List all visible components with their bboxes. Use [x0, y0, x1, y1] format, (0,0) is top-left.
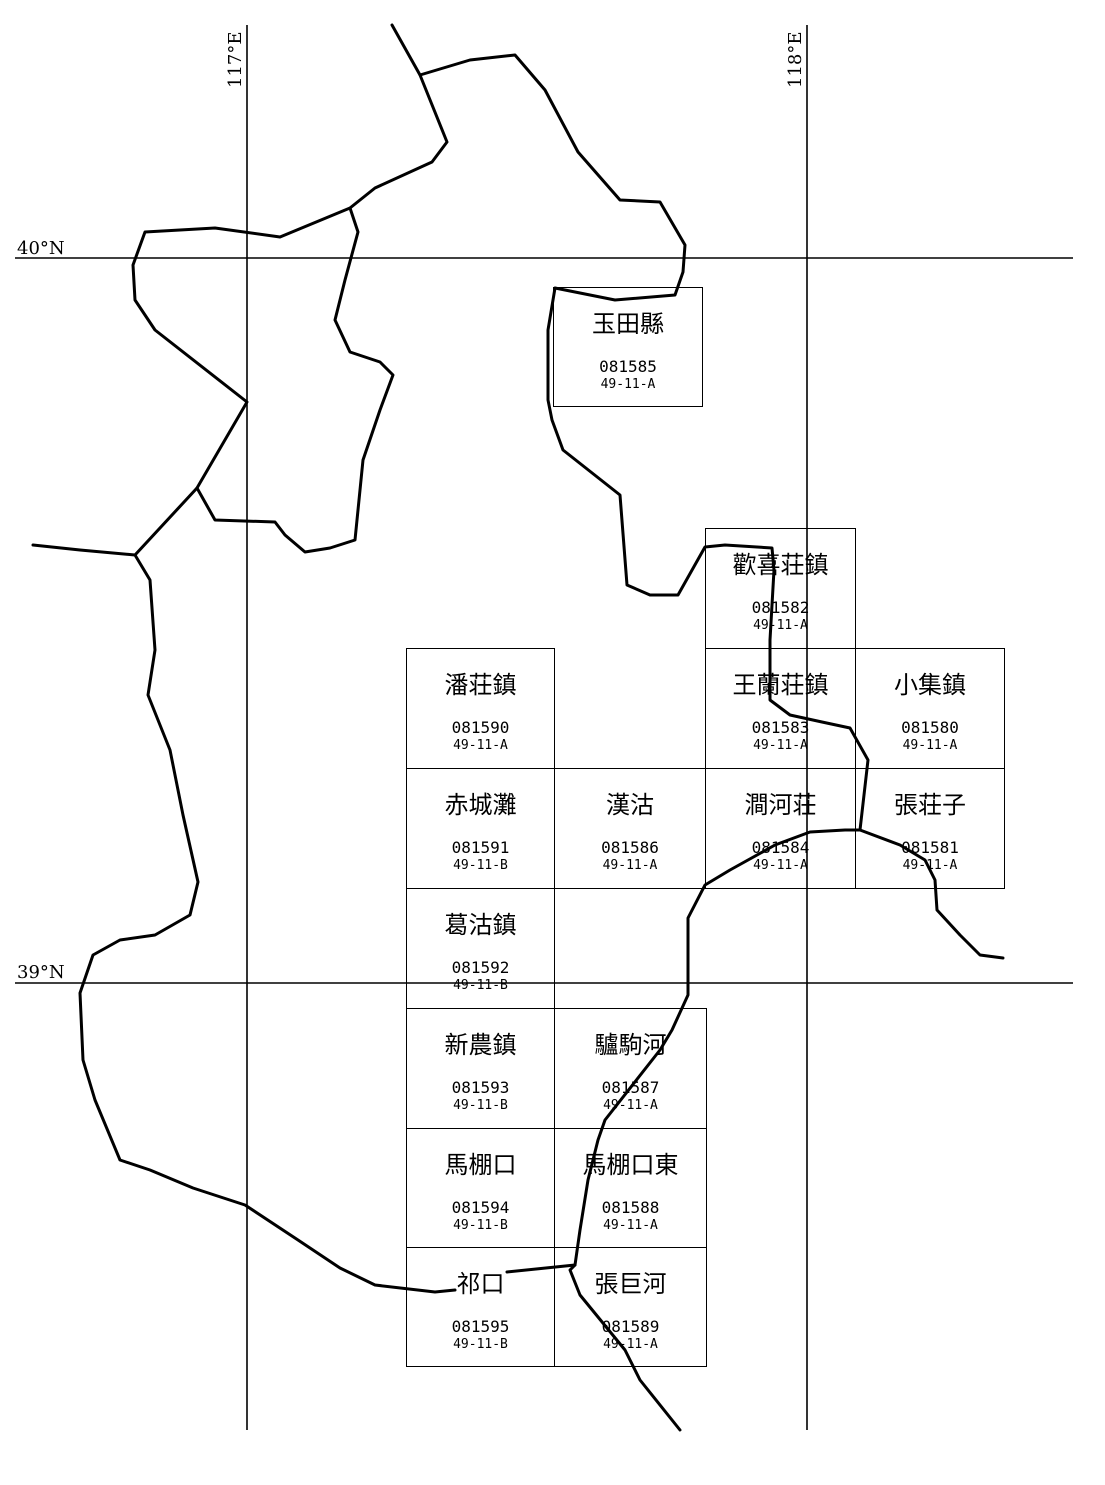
sheet-ref: 49-11-A [753, 858, 808, 873]
sheet-name: 王蘭荘鎮 [732, 671, 829, 699]
sheet-ref: 49-11-B [453, 858, 508, 873]
sheet-code: 081594 [451, 1198, 510, 1217]
sheet-code: 081582 [751, 598, 810, 617]
label-lon-117e: 117°E [225, 32, 246, 89]
map-sheet-luju[interactable]: 驢駒河 081587 49-11-A [554, 1008, 707, 1129]
sheet-ref: 49-11-B [453, 1337, 508, 1352]
map-sheet-xinnong[interactable]: 新農鎮 081593 49-11-B [406, 1008, 555, 1129]
sheet-name: 玉田縣 [592, 310, 664, 338]
map-sheet-gegu[interactable]: 葛沽鎮 081592 49-11-B [406, 888, 555, 1009]
sheet-code: 081595 [451, 1317, 510, 1336]
sheet-name: 張巨河 [594, 1270, 667, 1298]
map-sheet-mapengkou[interactable]: 馬棚口 081594 49-11-B [406, 1128, 555, 1248]
sheet-ref: 49-11-A [603, 1337, 658, 1352]
map-sheet-jianhezhuang[interactable]: 澗河荘 081584 49-11-A [705, 768, 856, 889]
sheet-ref: 49-11-A [453, 738, 508, 753]
sheet-ref: 49-11-A [902, 738, 958, 753]
map-sheet-mapengkoudong[interactable]: 馬棚口東 081588 49-11-A [554, 1128, 707, 1248]
sheet-code: 081580 [901, 718, 959, 737]
boundary-northeast [418, 53, 776, 597]
map-sheet-panzhuang[interactable]: 潘荘鎮 081590 49-11-A [406, 648, 555, 769]
sheet-name: 新農鎮 [444, 1031, 517, 1059]
sheet-code: 081590 [451, 718, 510, 737]
sheet-name: 小集鎮 [894, 671, 966, 699]
sheet-code: 081586 [601, 838, 659, 857]
label-lat-39n: 39°N [17, 962, 65, 983]
sheet-name: 赤城灘 [444, 791, 517, 819]
boundary-east-coast [568, 568, 870, 1432]
boundary-west [31, 543, 457, 1294]
sheet-name: 祁口 [456, 1270, 505, 1298]
sheet-name: 驢駒河 [594, 1031, 667, 1059]
sheet-code: 081584 [751, 838, 810, 857]
sheet-name: 漢沽 [606, 791, 654, 819]
sheet-ref: 49-11-A [603, 1218, 658, 1233]
sheet-code: 081587 [601, 1078, 660, 1097]
sheet-ref: 49-11-B [453, 1098, 508, 1113]
sheet-name: 馬棚口東 [582, 1151, 679, 1179]
sheet-name: 歡喜荘鎮 [732, 551, 829, 579]
sheet-code: 081589 [601, 1317, 660, 1336]
boundary-southeast [858, 828, 1005, 960]
sheet-name: 潘荘鎮 [444, 671, 517, 699]
map-sheet-hangu[interactable]: 漢沽 081586 49-11-A [554, 768, 706, 889]
map-sheet-xiaoji[interactable]: 小集鎮 081580 49-11-A [855, 648, 1005, 769]
sheet-name: 澗河荘 [744, 791, 817, 819]
map-sheet-chichengtan[interactable]: 赤城灘 081591 49-11-B [406, 768, 555, 889]
label-lon-118e: 118°E [785, 32, 806, 89]
sheet-ref: 49-11-A [902, 858, 958, 873]
boundary-qikou-link [505, 1263, 577, 1274]
sheet-code: 081588 [601, 1198, 660, 1217]
map-sheet-zhangzhuangzi[interactable]: 張荘子 081581 49-11-A [855, 768, 1005, 889]
map-sheet-yutian[interactable]: 玉田縣 081585 49-11-A [553, 287, 703, 407]
sheet-ref: 49-11-A [602, 858, 658, 873]
sheet-name: 張荘子 [894, 791, 966, 819]
sheet-ref: 49-11-B [453, 978, 508, 993]
sheet-ref: 49-11-A [603, 1098, 658, 1113]
sheet-ref: 49-11-A [600, 377, 656, 392]
sheet-ref: 49-11-A [753, 618, 808, 633]
map-sheet-wanglanzhuang[interactable]: 王蘭荘鎮 081583 49-11-A [705, 648, 856, 769]
sheet-ref: 49-11-A [753, 738, 808, 753]
sheet-code: 081581 [901, 838, 959, 857]
map-sheet-huanxizhuang[interactable]: 歡喜荘鎮 081582 49-11-A [705, 528, 856, 649]
label-lat-40n: 40°N [17, 238, 65, 259]
sheet-ref: 49-11-B [453, 1218, 508, 1233]
sheet-code: 081593 [451, 1078, 510, 1097]
sheet-name: 葛沽鎮 [444, 911, 517, 939]
sheet-name: 馬棚口 [444, 1151, 517, 1179]
sheet-code: 081591 [451, 838, 510, 857]
boundary-inner [195, 206, 395, 554]
map-sheet-qikou[interactable]: 祁口 081595 49-11-B [406, 1247, 555, 1367]
sheet-code: 081585 [599, 357, 657, 376]
sheet-code: 081592 [451, 958, 510, 977]
map-sheet-zhangjuhe[interactable]: 張巨河 081589 49-11-A [554, 1247, 707, 1367]
boundary-north [131, 23, 449, 557]
sheet-code: 081583 [751, 718, 810, 737]
